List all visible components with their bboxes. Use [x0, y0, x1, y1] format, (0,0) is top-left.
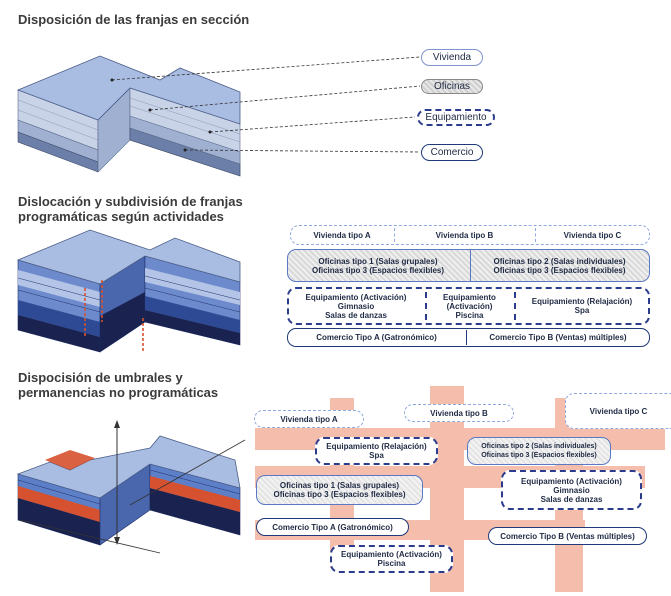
- table-vivienda-b: Vivienda tipo B: [435, 230, 494, 240]
- building-1-layers: [17, 87, 241, 177]
- scatter-eq-gimnasio: Equipamiento (Activación) Gimnasio Salas…: [501, 470, 642, 510]
- table-row-comercio: [287, 328, 650, 347]
- scatter-vivienda-c: Vivienda tipo C: [565, 393, 671, 429]
- scatter-eq-piscina: Equipamiento (Activación) Piscina: [330, 545, 453, 573]
- table-oficinas-2: Oficinas tipo 2 (Salas individuales) Ofi…: [493, 256, 626, 275]
- table-comercio-b: Comercio Tipo B (Ventas) múltiples): [489, 333, 627, 342]
- scatter-comercio-b: Comercio Tipo B (Ventas múltiples): [488, 527, 647, 545]
- building-1-roof: [16, 55, 241, 125]
- legend-oficinas-label: Oficinas: [433, 81, 471, 92]
- scatter-comercio-a: Comercio Tipo A (Gatronómico): [256, 518, 409, 536]
- section-1-title: Disposición de las franjas en sección: [18, 12, 250, 27]
- section-2-title: Dislocación y subdivisión de franjas pro…: [18, 194, 243, 224]
- legend-vivienda-label: Vivienda: [432, 52, 472, 63]
- table-vivienda-c: Vivienda tipo C: [563, 230, 622, 240]
- table-eq-gym: Equipamiento (Activación) Gimnasio Salas…: [305, 292, 407, 320]
- scatter-oficinas-2: Oficinas tipo 2 (Salas individuales) Ofi…: [467, 437, 611, 465]
- table-eq-pool: Equipamiento (Activación) Piscina: [443, 292, 496, 320]
- scatter-eq-relajacion: Equipamiento (Relajación) Spa: [315, 437, 438, 465]
- legend-comercio-label: Comercio: [430, 147, 474, 158]
- table-vivienda-a: Vivienda tipo A: [313, 230, 371, 240]
- legend-equipamiento-label: Equipamiento: [425, 112, 487, 123]
- legend-vivienda: Vivienda: [421, 49, 483, 66]
- table-row-vivienda: [290, 225, 650, 245]
- scatter-vivienda-b: Vivienda tipo B: [404, 404, 514, 422]
- section-3-title: Dispocisión de umbrales y permanencias n…: [18, 370, 219, 400]
- scatter-vivienda-a: Vivienda tipo A: [254, 410, 364, 428]
- table-comercio-a: Comercio Tipo A (Gatronómico): [316, 333, 437, 342]
- legend-oficinas: Oficinas: [421, 79, 483, 94]
- scatter-oficinas-1: Oficinas tipo 1 (Salas grupales) Oficina…: [256, 475, 423, 505]
- table-oficinas-1: Oficinas tipo 1 (Salas grupales) Oficina…: [311, 256, 445, 275]
- table-eq-spa: Equipamiento (Relajación) Spa: [531, 297, 633, 315]
- table-row-oficinas: [287, 249, 650, 282]
- legend-comercio: Comercio: [421, 144, 483, 161]
- table-row-equipamiento: [287, 287, 650, 325]
- legend-equipamiento: Equipamiento: [417, 109, 495, 126]
